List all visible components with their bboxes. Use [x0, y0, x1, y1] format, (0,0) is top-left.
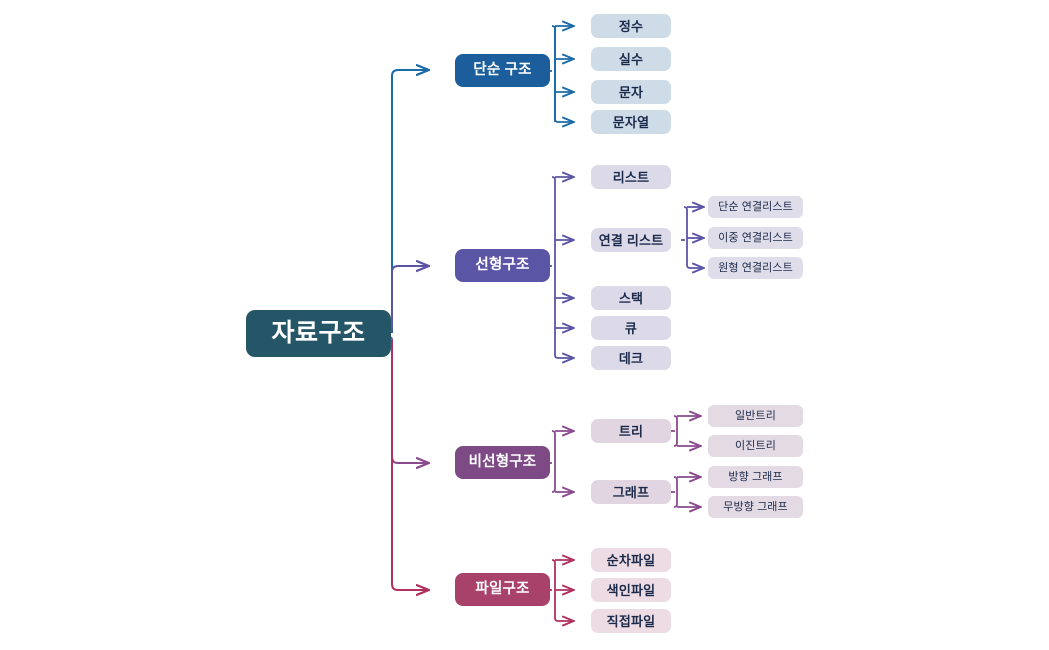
leaf-node-char[interactable]: 문자: [591, 80, 671, 104]
leaf-node-label: 이진트리: [735, 439, 776, 452]
leaf-node-binary-tree[interactable]: 이진트리: [708, 435, 803, 457]
leaf-node-label: 이중 연결리스트: [718, 231, 793, 244]
leaf-node-label: 정수: [618, 18, 644, 34]
leaf-node-string[interactable]: 문자열: [591, 110, 671, 134]
leaf-node-direct-file[interactable]: 직접파일: [591, 609, 671, 633]
branch-node-label: 파일구조: [475, 581, 530, 598]
leaf-node-label: 그래프: [612, 484, 650, 500]
leaf-node-label: 큐: [624, 320, 638, 336]
leaf-node-label: 연결 리스트: [598, 232, 664, 248]
leaf-node-singly-linked-list[interactable]: 단순 연결리스트: [708, 196, 803, 218]
leaf-node-directed-graph[interactable]: 방향 그래프: [708, 466, 803, 488]
leaf-node-label: 트리: [618, 423, 644, 439]
root-node[interactable]: 자료구조: [246, 310, 391, 357]
leaf-node-general-tree[interactable]: 일반트리: [708, 405, 803, 427]
leaf-node-label: 무방향 그래프: [723, 500, 788, 513]
leaf-node-circular-linked-list[interactable]: 원형 연결리스트: [708, 257, 803, 279]
branch-node-label: 단순 구조: [473, 62, 532, 79]
leaf-node-label: 순차파일: [606, 552, 656, 568]
branch-node-label: 비선형구조: [468, 454, 537, 471]
root-node-label: 자료구조: [271, 319, 366, 347]
leaf-node-label: 원형 연결리스트: [718, 261, 793, 274]
branch-node-label: 선형구조: [475, 257, 530, 274]
leaf-node-sequential-file[interactable]: 순차파일: [591, 548, 671, 572]
leaf-node-float[interactable]: 실수: [591, 47, 671, 71]
leaf-node-label: 리스트: [612, 169, 650, 185]
leaf-node-label: 문자: [618, 84, 644, 100]
leaf-node-deque[interactable]: 데크: [591, 346, 671, 370]
leaf-node-label: 색인파일: [606, 582, 656, 598]
leaf-node-stack[interactable]: 스택: [591, 286, 671, 310]
leaf-node-list[interactable]: 리스트: [591, 165, 671, 189]
leaf-node-doubly-linked-list[interactable]: 이중 연결리스트: [708, 227, 803, 249]
leaf-node-label: 실수: [618, 51, 644, 67]
branch-node-linear-structure[interactable]: 선형구조: [455, 249, 550, 282]
leaf-node-label: 단순 연결리스트: [718, 200, 793, 213]
branch-node-nonlinear-structure[interactable]: 비선형구조: [455, 446, 550, 479]
leaf-node-indexed-file[interactable]: 색인파일: [591, 578, 671, 602]
leaf-node-graph[interactable]: 그래프: [591, 480, 671, 504]
leaf-node-linked-list[interactable]: 연결 리스트: [591, 228, 671, 252]
leaf-node-label: 직접파일: [606, 613, 656, 629]
branch-node-simple-structure[interactable]: 단순 구조: [455, 54, 550, 87]
leaf-node-integer[interactable]: 정수: [591, 14, 671, 38]
leaf-node-label: 방향 그래프: [728, 470, 783, 483]
branch-node-file-structure[interactable]: 파일구조: [455, 573, 550, 606]
leaf-node-label: 일반트리: [735, 409, 776, 422]
leaf-node-label: 데크: [618, 350, 644, 366]
leaf-node-label: 문자열: [612, 114, 650, 130]
leaf-node-queue[interactable]: 큐: [591, 316, 671, 340]
leaf-node-undirected-graph[interactable]: 무방향 그래프: [708, 496, 803, 518]
leaf-node-label: 스택: [618, 290, 644, 306]
leaf-node-tree[interactable]: 트리: [591, 419, 671, 443]
